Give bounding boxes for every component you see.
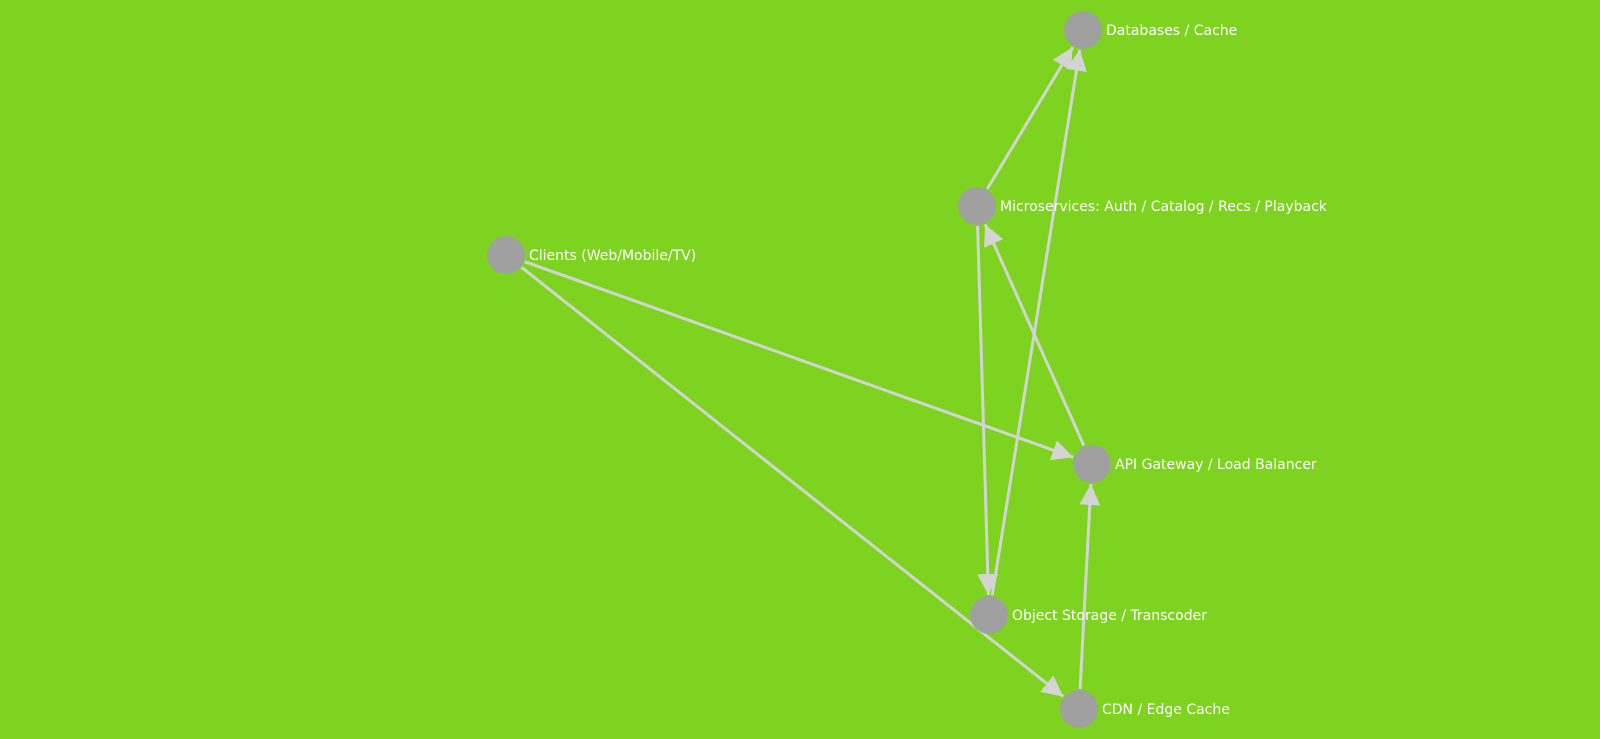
node-storage[interactable]: Object Storage / Transcoder [970, 596, 1207, 634]
node-label: Microservices: Auth / Catalog / Recs / P… [1000, 199, 1328, 215]
node-circle[interactable] [487, 236, 525, 274]
edges-layer [520, 46, 1101, 698]
edge-clients-to-gateway [524, 260, 1074, 461]
node-label: CDN / Edge Cache [1102, 702, 1230, 718]
node-circle[interactable] [1073, 445, 1111, 483]
edge-storage-to-databases [990, 49, 1087, 596]
node-circle[interactable] [970, 596, 1008, 634]
node-circle[interactable] [1064, 11, 1102, 49]
node-databases[interactable]: Databases / Cache [1064, 11, 1237, 49]
node-label: API Gateway / Load Balancer [1115, 457, 1317, 473]
node-label: Databases / Cache [1106, 23, 1237, 39]
node-clients[interactable]: Clients (Web/Mobile/TV) [487, 236, 696, 274]
node-circle[interactable] [1060, 690, 1098, 728]
node-label: Clients (Web/Mobile/TV) [529, 248, 696, 264]
edge-microservices-to-databases [986, 46, 1074, 190]
node-microservices[interactable]: Microservices: Auth / Catalog / Recs / P… [958, 187, 1328, 225]
edge-cdn-to-gateway [1078, 483, 1101, 690]
edge-microservices-to-storage [976, 225, 999, 596]
node-circle[interactable] [958, 187, 996, 225]
node-cdn[interactable]: CDN / Edge Cache [1060, 690, 1230, 728]
node-gateway[interactable]: API Gateway / Load Balancer [1073, 445, 1317, 483]
node-label: Object Storage / Transcoder [1012, 608, 1207, 624]
